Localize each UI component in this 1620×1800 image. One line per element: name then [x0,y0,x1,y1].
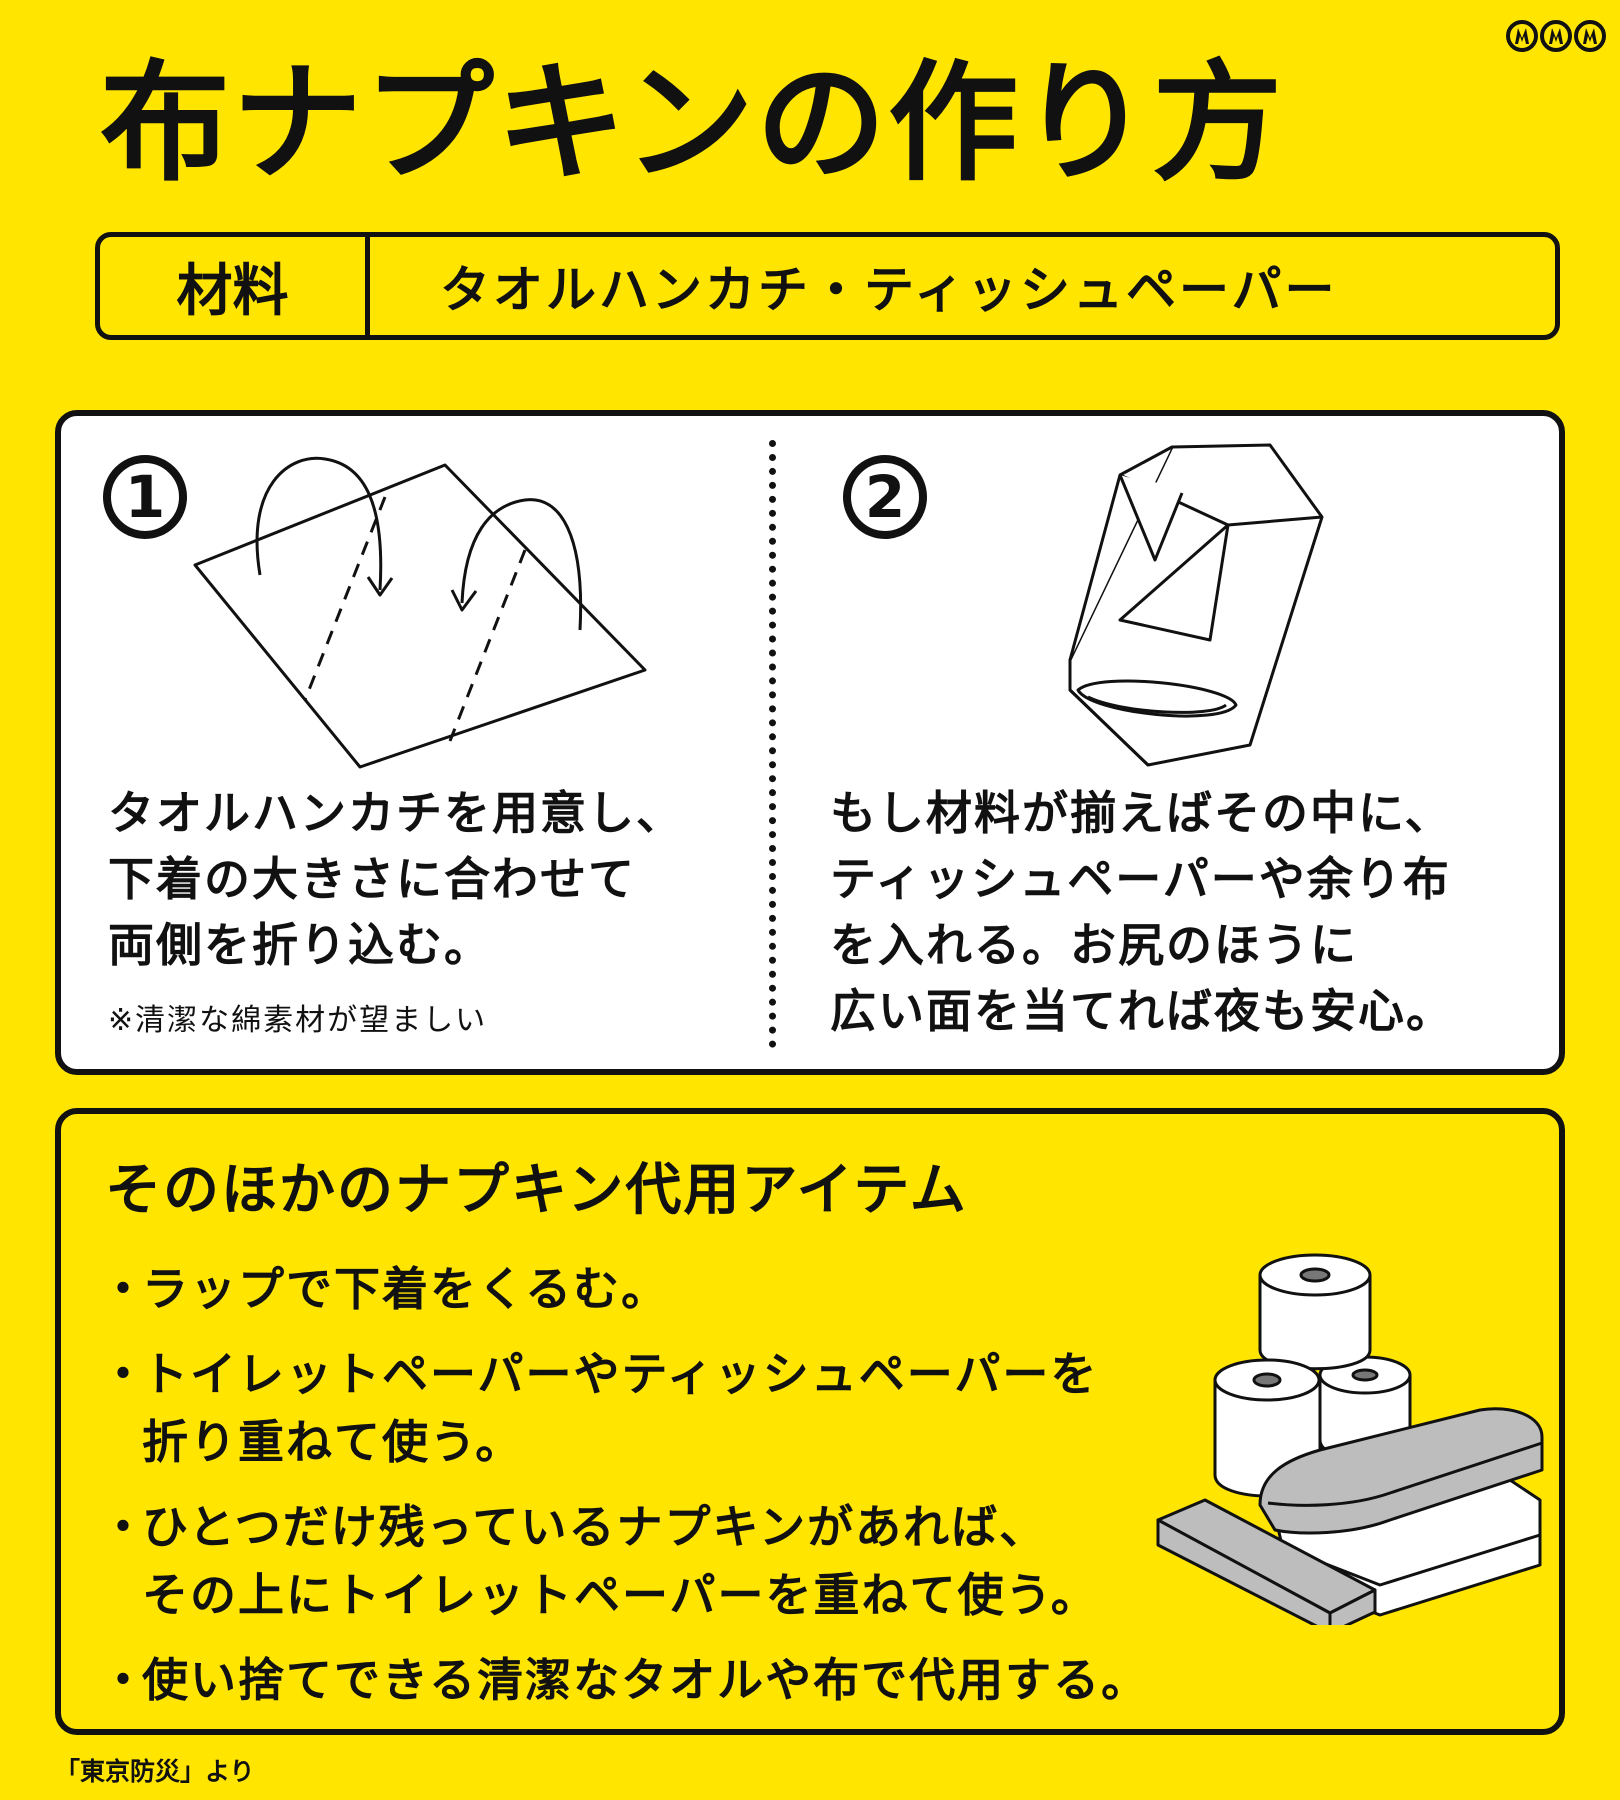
step-1-text: タオルハンカチを用意し、 下着の大きさに合わせて 両側を折り込む。 [108,786,684,972]
materials-value: タオルハンカチ・ティッシュペーパー [440,261,1338,319]
materials-label: 材料 [100,237,370,335]
step-1-number: 1 [103,455,187,539]
towel-folding-illustration [193,456,647,769]
source-credit: 「東京防災」より [55,1757,255,1786]
step-2-text: もし材料が揃えばその中に、 ティッシュペーパーや余り布 を入れる。お尻のほうに … [830,786,1454,1038]
list-item: ・使い捨てできる清潔なタオルや布で代用する。 [100,1653,1150,1707]
steps-divider [769,440,776,1048]
list-item: ・ラップで下着をくるむ。 [100,1262,670,1316]
step-1-note: ※清潔な綿素材が望ましい [108,1003,488,1038]
alternatives-panel [55,1108,1565,1735]
folded-napkin-illustration [1068,443,1324,767]
alternatives-title: そのほかのナプキン代用アイテム [105,1158,968,1223]
nhk-logo [1506,20,1606,52]
list-item: ・トイレットペーパーやティッシュペーパーを 折り重ねて使う。 [100,1347,1099,1469]
step-2-number: 2 [843,455,927,539]
list-item: ・ひとつだけ残っているナプキンがあれば、 その上にトイレットペーパーを重ねて使う… [100,1500,1099,1622]
supplies-illustration [1156,1253,1544,1625]
alternatives-list: ・ラップで下着をくるむ。 ・トイレットペーパーやティッシュペーパーを 折り重ねて… [100,1255,1220,1731]
materials-box: 材料 タオルハンカチ・ティッシュペーパー [95,232,1560,340]
page-title: 布ナプキンの作り方 [100,47,1285,199]
